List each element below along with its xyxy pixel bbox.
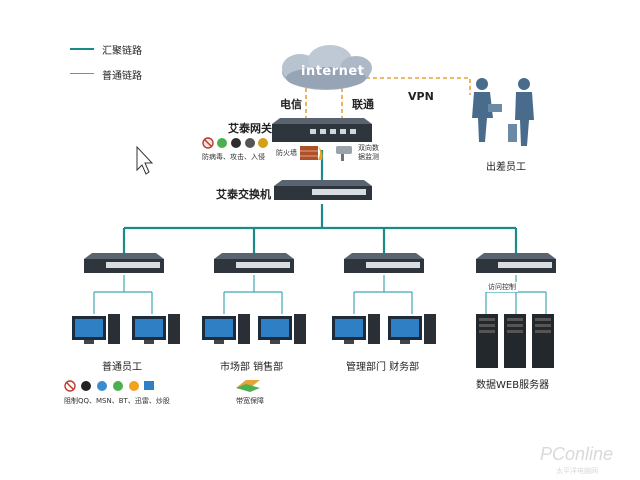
bandwidth-icon [236,380,260,392]
vpn-label: VPN [408,90,434,103]
isp-telecom-label: 电信 [280,98,302,111]
security-icons [202,137,268,149]
mouse-cursor-icon [136,145,154,175]
monitor-camera-icon [336,146,352,161]
gateway-features: 防病毒、攻击、入侵 [202,153,265,161]
dept-label-4: 数据WEB服务器 [476,380,550,391]
server-icon [504,314,526,368]
core-switch-device [274,180,372,200]
firewall-icon [300,146,323,160]
normal-links [93,275,547,314]
dept-switches [84,253,556,273]
remote-staff-label: 出差员工 [486,162,526,173]
business-traveler-icon [472,78,534,146]
server-icon [476,314,498,368]
watermark-brand: PConline [540,444,614,464]
watermark-sub: 太平洋电脑网 [556,468,598,475]
server-icon [532,314,554,368]
dept-note-2: 带宽保障 [236,397,264,405]
gateway-device [272,118,372,142]
legend-normal-line [70,73,94,74]
dept-note-1: 阻制QQ、MSN、BT、迅雷、炒股 [64,397,170,405]
computer-icon [132,314,180,344]
firewall-label: 防火墙 [276,149,297,157]
legend-normal-label: 普通链路 [102,71,142,82]
computer-icon [258,314,306,344]
dept-label-2: 市场部 销售部 [220,362,284,373]
servers [476,314,554,368]
dept-note-4: 访问控制 [486,282,518,292]
legend-aggregation-label: 汇聚链路 [102,46,142,57]
gateway-title: 艾泰网关 [228,122,272,135]
computer-icon [72,314,120,344]
monitor-label: 双向数据监测 [358,144,379,161]
isp-links [305,77,471,122]
dept-switch-4 [476,253,556,273]
dept-switch-3 [344,253,424,273]
dept-switch-2 [214,253,294,273]
isp-unicom-label: 联通 [352,98,374,111]
internet-cloud [282,45,372,90]
computers [72,314,436,344]
internet-label: internet [301,64,365,79]
dept-switch-1 [84,253,164,273]
dept-label-1: 普通员工 [102,362,142,373]
legend-aggregation-line [70,48,94,50]
computer-icon [202,314,250,344]
blocked-app-icons [64,380,154,392]
aggregation-links [122,150,518,255]
dept-label-3: 管理部门 财务部 [346,362,420,373]
computer-icon [332,314,380,344]
computer-icon [388,314,436,344]
core-switch-title: 艾泰交换机 [216,188,271,201]
